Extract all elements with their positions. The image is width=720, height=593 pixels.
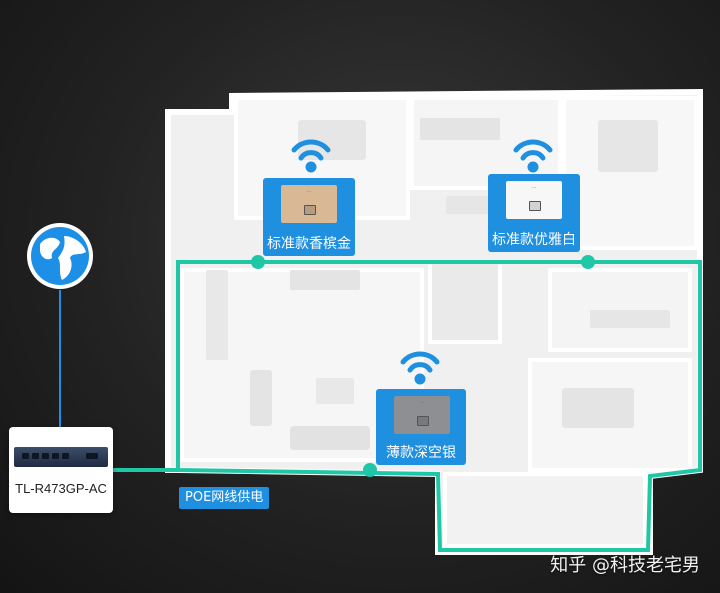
ap-label: 薄款深空银: [386, 445, 456, 461]
poe-power-label: POE网线供电: [179, 487, 270, 509]
router-model-label: TL-R473GP-AC: [15, 481, 107, 496]
router-card: TL-R473GP-AC: [9, 427, 113, 513]
cable-node-right: [581, 255, 595, 269]
panel-ap-icon: ···: [394, 396, 450, 434]
wifi-signal-icon: [400, 351, 440, 385]
ap-card-silver: ··· 薄款深空银: [376, 389, 466, 465]
panel-ap-icon: ···: [281, 185, 337, 223]
ap-card-champagne: ··· 标准款香槟金: [263, 178, 355, 256]
globe-icon: [27, 223, 93, 289]
wifi-signal-icon: [291, 139, 331, 173]
wifi-signal-icon: [513, 139, 553, 173]
watermark-text: 知乎 @科技老宅男: [550, 555, 700, 576]
lan-port-icon: [529, 201, 541, 211]
ap-brand-mark: ···: [531, 185, 537, 191]
router-device-icon: [14, 447, 108, 467]
cable-node-left: [251, 255, 265, 269]
panel-ap-icon: ···: [506, 181, 562, 219]
ap-label: 标准款优雅白: [492, 232, 576, 248]
ap-label: 标准款香槟金: [267, 236, 351, 252]
lan-port-icon: [304, 205, 316, 215]
cable-node-center: [363, 463, 377, 477]
poe-cable-path: [113, 260, 702, 552]
ap-brand-mark: ···: [419, 400, 425, 406]
ap-card-white: ··· 标准款优雅白: [488, 174, 580, 252]
lan-port-icon: [417, 416, 429, 426]
ap-brand-mark: ···: [306, 189, 312, 195]
floor-plan: [165, 88, 703, 555]
